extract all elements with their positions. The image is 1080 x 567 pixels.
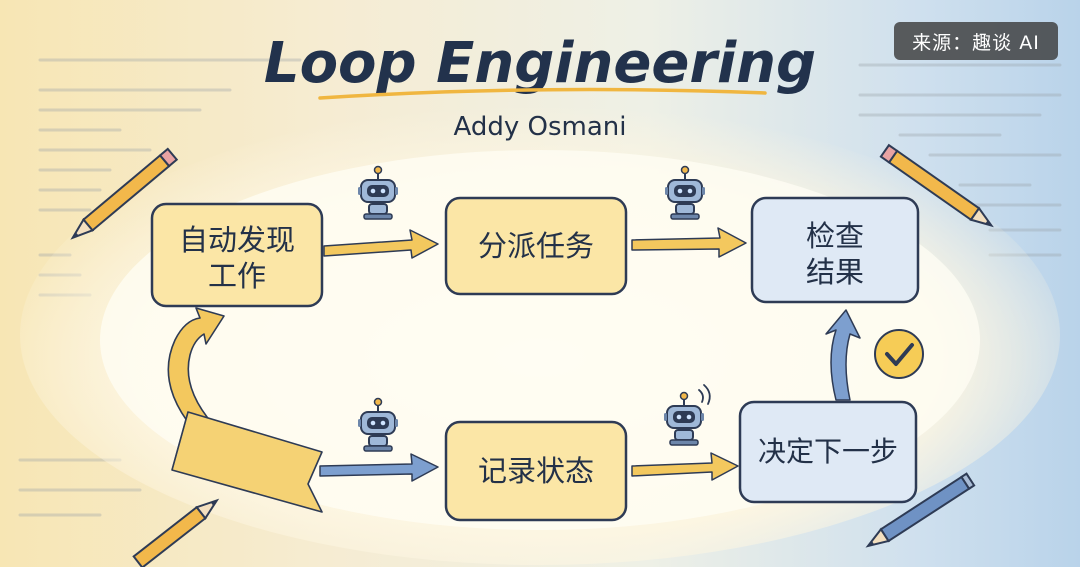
- arrow-discover-to-dispatch: [323, 229, 439, 259]
- svg-text:自动发现: 自动发现: [179, 223, 295, 257]
- title-underline: [318, 87, 767, 100]
- svg-text:分派任务: 分派任务: [478, 229, 594, 263]
- node-check-results: 检查 结果: [750, 196, 920, 304]
- arrow-dispatch-to-check: [631, 227, 747, 258]
- svg-text:结果: 结果: [806, 255, 864, 289]
- title: Loop Engineering: [264, 31, 816, 96]
- pencil-icon: [865, 472, 976, 548]
- checkmark-icon: [874, 329, 924, 379]
- svg-text:工作: 工作: [208, 259, 266, 293]
- arrow-record-to-decide: [631, 452, 739, 481]
- svg-text:记录状态: 记录状态: [478, 454, 594, 488]
- arrow-decide-to-check: [825, 309, 861, 401]
- node-dispatch-tasks: 分派任务: [444, 196, 628, 296]
- node-record-state: 记录状态: [444, 420, 628, 522]
- loop-back-arrow: [167, 307, 323, 513]
- node-decide-next-step: 决定下一步: [738, 400, 918, 504]
- node-discover-work: 自动发现 工作: [150, 202, 324, 308]
- svg-text:决定下一步: 决定下一步: [758, 435, 898, 468]
- source-credit-badge: 来源：趣谈 AI: [894, 22, 1058, 60]
- pencil-icon: [132, 498, 220, 567]
- arrow-into-record: [319, 453, 439, 482]
- author: Addy Osmani: [454, 112, 627, 142]
- robot-icon: [663, 384, 711, 446]
- pencil-icon: [879, 143, 994, 228]
- pencil-icon: [70, 147, 179, 240]
- svg-text:检查: 检查: [806, 219, 864, 253]
